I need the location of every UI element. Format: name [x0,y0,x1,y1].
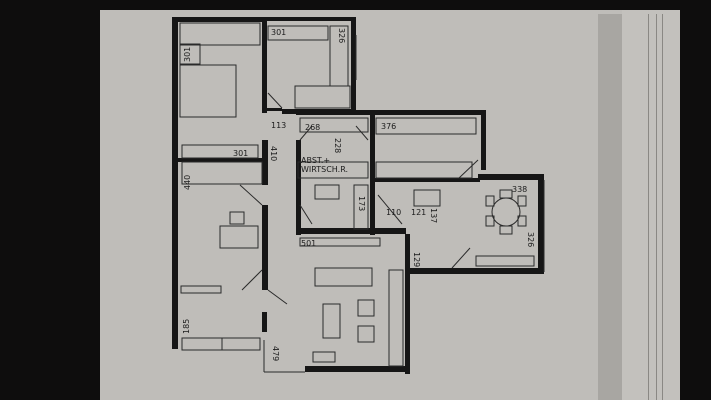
room-label: 129 [412,252,421,268]
room-label: 338 [512,185,528,194]
fold-line [648,14,649,400]
room-label: 110 [386,208,402,217]
room-label: ABST.+ [301,156,331,165]
room-label: 301 [271,28,287,37]
room-label: 501 [301,239,317,248]
room-label: 185 [182,318,191,334]
paper-edge [622,10,680,400]
room-label: 113 [271,121,287,130]
room-label: 301 [233,149,249,158]
room-label: WIRTSCH.R. [301,165,349,174]
paper-sheet [100,10,680,400]
room-label: 301 [183,46,192,62]
room-label: 326 [337,28,346,44]
fold-line [662,14,663,400]
room-label: 326 [526,232,535,248]
room-label: 440 [183,174,192,190]
fold-line [656,14,657,400]
room-label: 173 [357,196,366,212]
room-label: 268 [305,123,321,132]
room-label: 376 [381,122,397,131]
paper-shadow [598,14,622,400]
room-label: 479 [271,346,280,362]
room-label: 121 [411,208,427,217]
room-label: 228 [333,138,342,154]
room-label: 410 [269,146,278,162]
room-label: 137 [429,208,438,224]
